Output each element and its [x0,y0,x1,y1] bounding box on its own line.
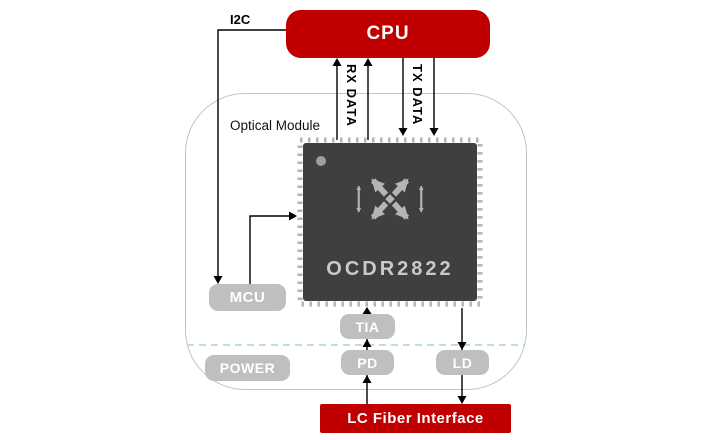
chip: OCDR2822 [297,137,483,307]
lc-fiber-interface-block: LC Fiber Interface [320,404,511,433]
arrow-rx1-into-cpu [332,58,342,66]
mcu-block: MCU [209,284,286,311]
rx-data-label: RX DATA [344,64,359,127]
tx-data-label: TX DATA [410,64,425,126]
pd-block: PD [341,350,394,375]
arrow-rx2-into-cpu [363,58,373,66]
i2c-bus-label: I2C [230,12,251,27]
arrow-ld-into-fiber [457,396,467,404]
chip-vendor-logo-icon [356,178,424,220]
optical-module-label: Optical Module [230,118,321,133]
chip-pins [297,137,483,307]
optical-module-outline [185,93,527,390]
ld-block: LD [436,350,489,375]
chip-part-number: OCDR2822 [326,258,454,280]
cpu-block: CPU [286,10,490,58]
tia-block: TIA [340,314,395,339]
power-block: POWER [205,355,290,381]
pin1-dot [316,156,326,166]
chip-die: OCDR2822 [303,143,477,301]
